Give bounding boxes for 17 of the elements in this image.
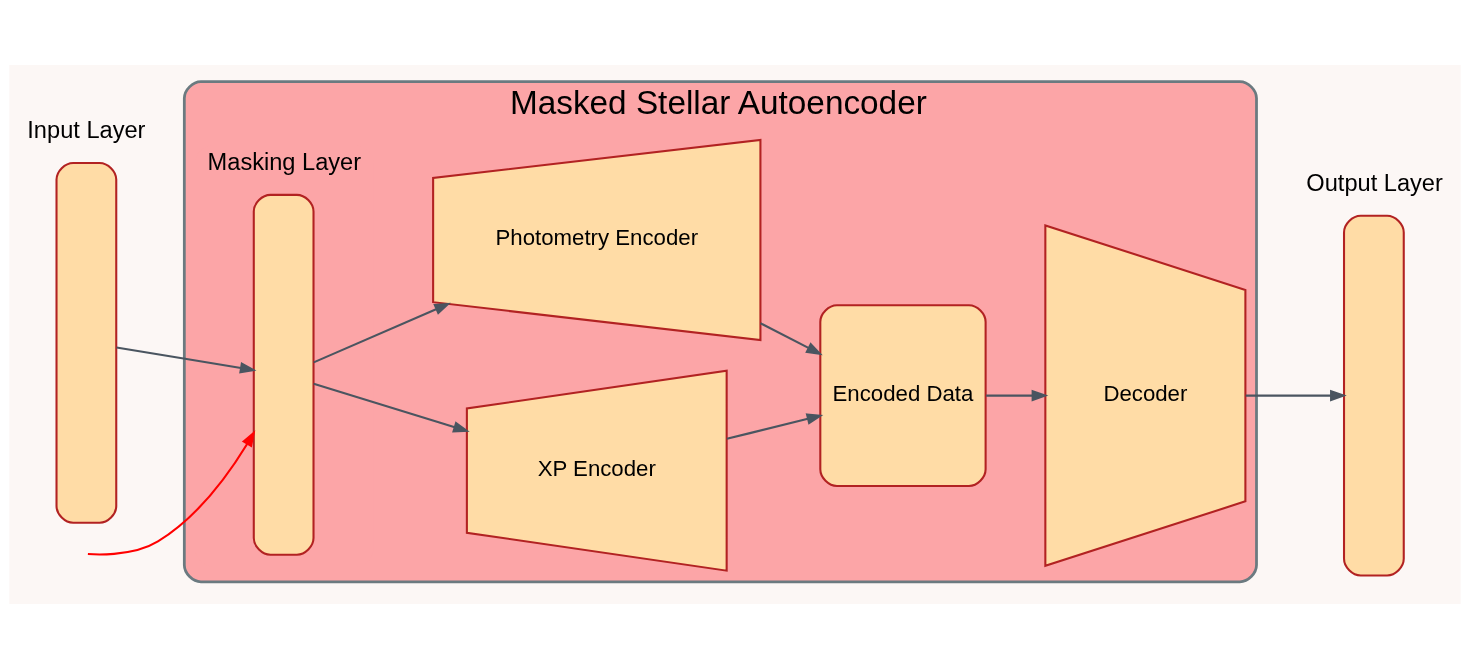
node-box: Encoded Data [819, 303, 987, 487]
node-box: Decoder [1044, 223, 1247, 567]
arrow [313, 302, 451, 363]
arrow [116, 346, 257, 374]
arrow [760, 321, 823, 355]
arrow [986, 389, 1049, 401]
node-label: Output Layer [1306, 169, 1443, 196]
arrow [1245, 389, 1347, 401]
arrow [87, 429, 256, 555]
arrow [726, 412, 824, 440]
node-box [55, 161, 118, 524]
arrow [313, 382, 470, 432]
node-box [1343, 214, 1405, 577]
node-label: Input Layer [27, 116, 146, 143]
node-label: Masking Layer [207, 148, 362, 175]
node-box: XP Encoder [465, 368, 728, 572]
node-box [252, 193, 315, 556]
